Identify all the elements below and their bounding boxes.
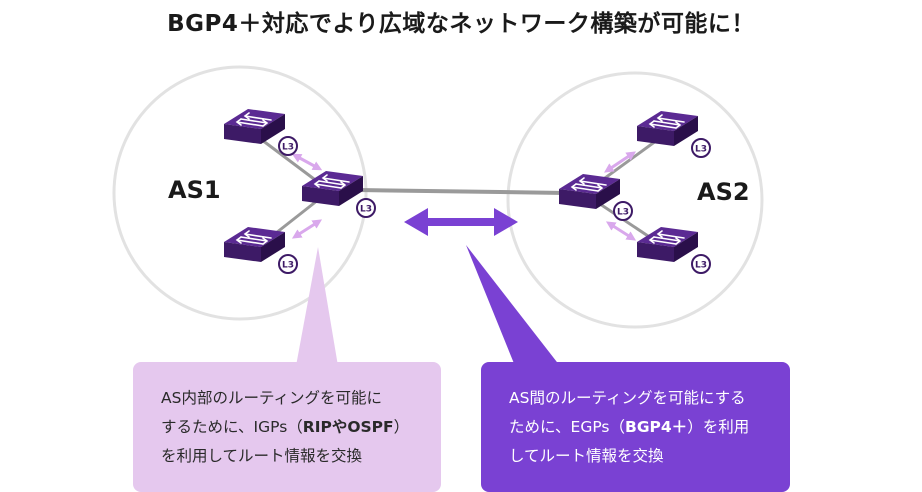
igp-arrow-as2-top	[604, 151, 636, 173]
as2-circle	[506, 71, 764, 329]
router-icon-as1-bottom	[223, 226, 298, 274]
egp-callout: AS間のルーティングを可能にする ために、EGPs（BGP4＋）を利用 してルー…	[481, 362, 790, 492]
igp-callout: AS内部のルーティングを可能に するために、IGPs（RIPやOSPF） を利用…	[133, 362, 441, 492]
igp-arrow-as1-bottom	[291, 219, 323, 239]
router-icon-as2-center	[558, 173, 633, 221]
egp-protocols: BGP4＋	[625, 418, 688, 436]
as1-label: AS1	[168, 176, 221, 204]
callout-left-pointer	[296, 247, 338, 366]
callout-right-pointer	[466, 245, 560, 366]
egp-callout-line1: AS間のルーティングを可能にする	[509, 389, 746, 407]
igp-protocols: RIPやOSPF	[302, 418, 394, 436]
router-icon-as2-bottom	[636, 226, 711, 274]
igp-arrow-as1-top	[291, 153, 323, 171]
egp-callout-line3: してルート情報を交換	[509, 447, 664, 465]
page-title: BGP4＋対応でより広域なネットワーク構築が可能に！	[167, 11, 755, 37]
router-icon-as2-top	[636, 110, 711, 158]
egp-callout-line2: ために、EGPs（BGP4＋）を利用	[509, 418, 750, 436]
as1-circle	[112, 65, 368, 321]
igp-arrow-as2-bottom	[605, 221, 637, 241]
bgp-exchange-arrow	[404, 208, 518, 236]
igp-callout-line1: AS内部のルーティングを可能に	[161, 389, 383, 407]
router-icon-as1-top	[223, 108, 298, 156]
igp-callout-line3: を利用してルート情報を交換	[161, 447, 363, 465]
igp-callout-line2: するために、IGPs（RIPやOSPF）	[161, 418, 410, 436]
as2-label: AS2	[697, 178, 750, 206]
inter-as-link	[357, 188, 567, 195]
as1-link-top	[261, 138, 319, 184]
